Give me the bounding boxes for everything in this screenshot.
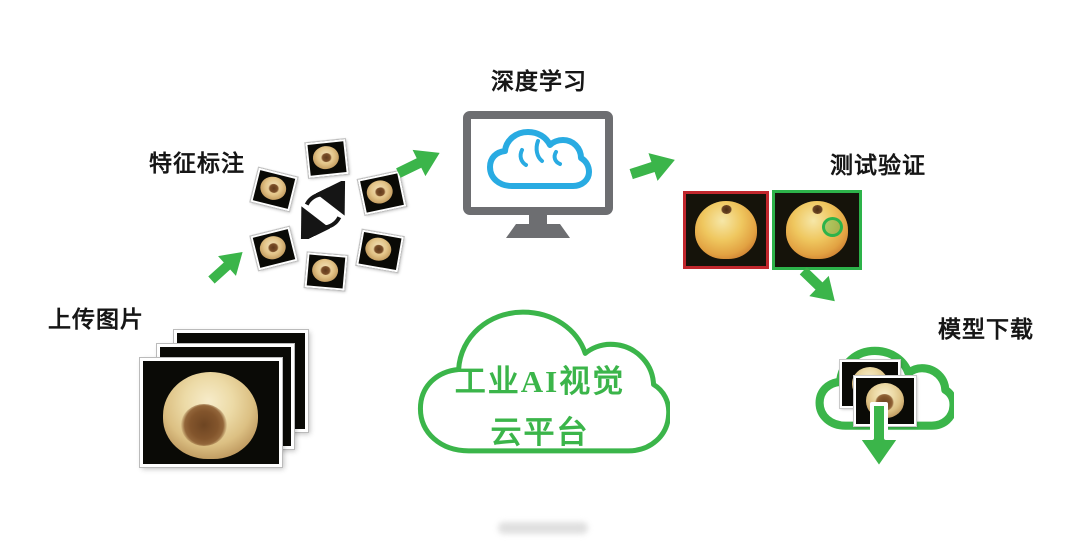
- monitor-with-brain-cloud-icon: [463, 111, 613, 238]
- test-label: 测试验证: [830, 153, 926, 178]
- defect-annotation-circle: [822, 217, 843, 237]
- annotate-label: 特征标注: [149, 151, 245, 176]
- apple-bruise: [181, 404, 227, 446]
- apple-image: [786, 201, 848, 259]
- apple-thumbnail: [357, 171, 407, 215]
- apple-thumbnail: [304, 252, 348, 291]
- platform-title-line1: 工业AI视觉: [454, 364, 626, 399]
- apple-thumbnail: [854, 376, 916, 426]
- apple-spot: [267, 182, 281, 195]
- arrow-test-to-download-icon: [799, 267, 835, 302]
- platform-title-line2: 云平台: [490, 415, 590, 450]
- monitor-neck: [529, 211, 547, 226]
- apple-image: [311, 257, 340, 284]
- apple-image: [695, 201, 757, 259]
- apple-spot: [721, 205, 732, 214]
- apple-image: [364, 177, 395, 206]
- apple-spot: [372, 243, 385, 255]
- apple-thumbnail: [356, 229, 404, 273]
- apple-image: [311, 144, 341, 171]
- download-label: 模型下载: [938, 317, 1034, 342]
- cycle-arrows-icon: [300, 181, 346, 239]
- watermark: [498, 522, 588, 534]
- apple-image: [363, 235, 394, 263]
- apple-thumbnail: [305, 139, 349, 178]
- apple-image: [257, 173, 289, 203]
- apple-image: [257, 233, 289, 263]
- platform-cloud-icon: [417, 309, 670, 454]
- apple-photo: [140, 358, 282, 467]
- arrow-upload-to-annotate-icon: [208, 251, 243, 284]
- download-arrow-icon: [856, 402, 902, 470]
- brain-cloud-icon: [487, 129, 592, 189]
- test-image-fail: [683, 191, 769, 269]
- apple-spot: [319, 265, 332, 276]
- test-image-pass: [772, 190, 862, 270]
- apple-image: [163, 372, 258, 459]
- arrow-annotate-to-train-icon: [396, 149, 440, 178]
- apple-spot: [373, 186, 387, 198]
- apple-spot: [812, 205, 823, 214]
- platform-cloud-title: 工业AI视觉 云平台: [430, 356, 650, 452]
- apple-thumbnail: [250, 167, 298, 212]
- monitor-base: [506, 224, 570, 238]
- arrow-train-to-test-icon: [629, 153, 675, 181]
- upload-label: 上传图片: [48, 307, 144, 332]
- train-label: 深度学习: [491, 69, 587, 94]
- cloud-download-icon: [815, 346, 954, 430]
- apple-spot: [266, 241, 280, 254]
- apple-thumbnail: [250, 226, 298, 271]
- apple-spot: [320, 152, 333, 163]
